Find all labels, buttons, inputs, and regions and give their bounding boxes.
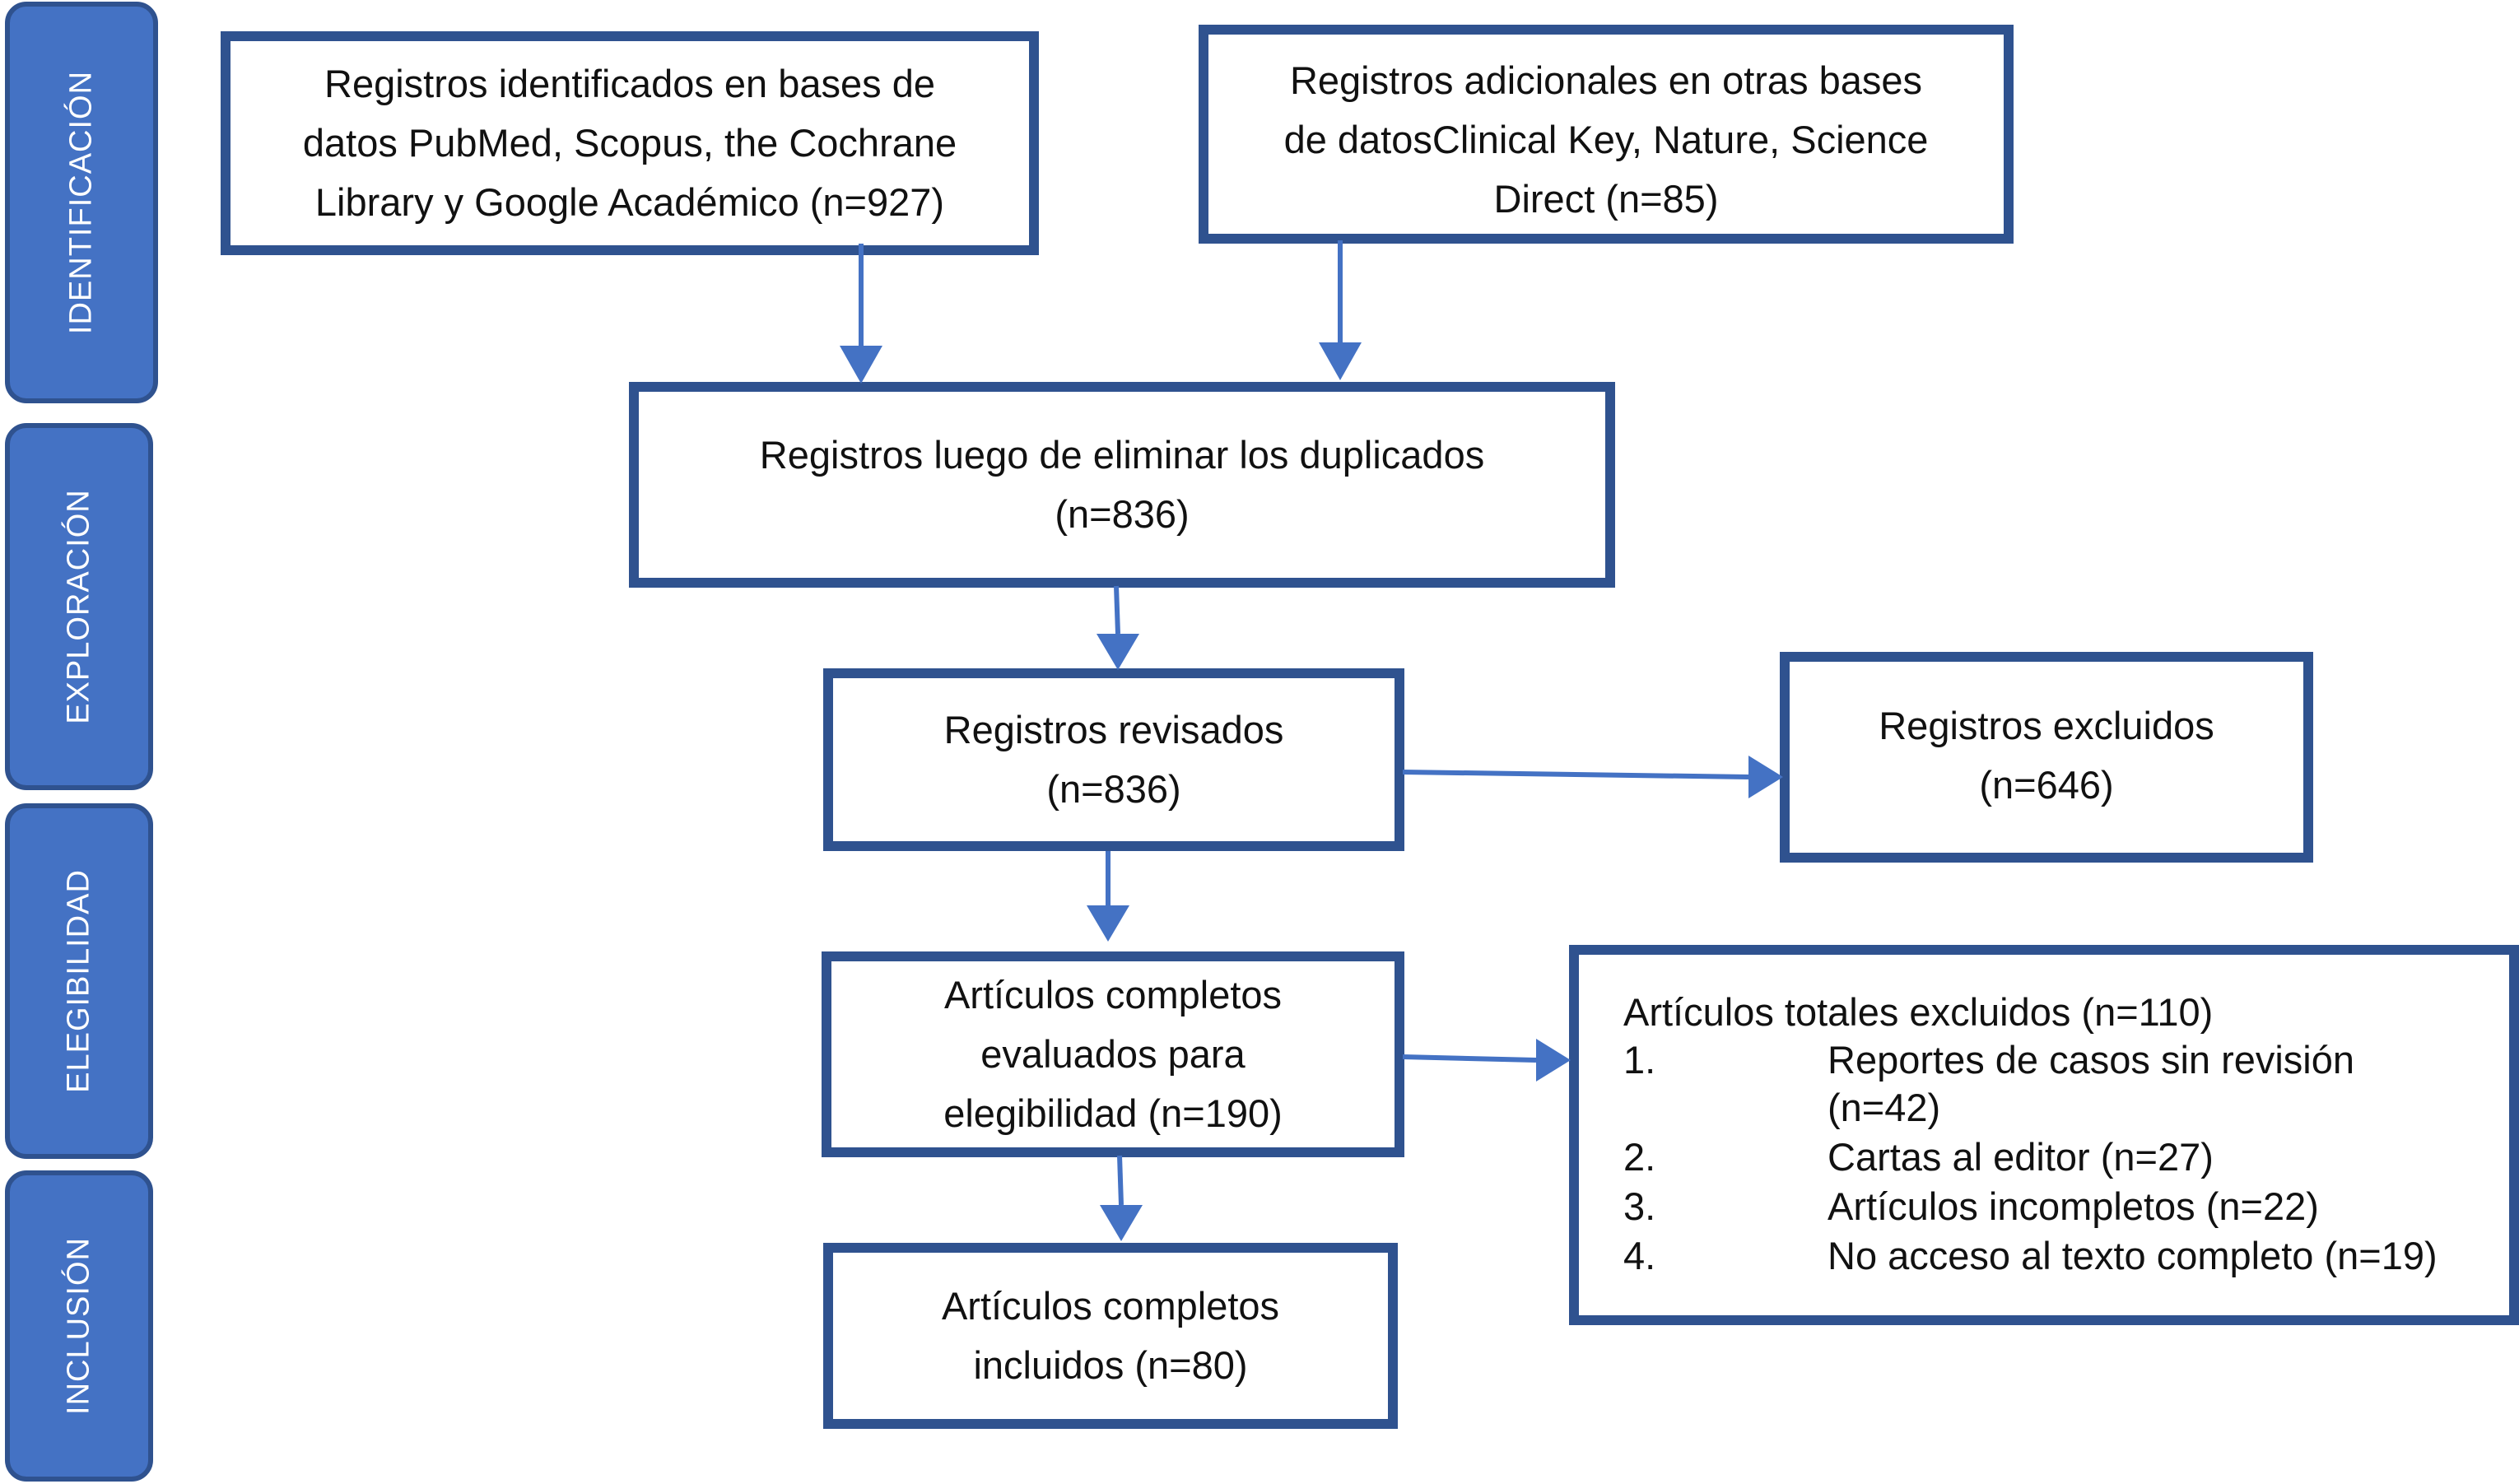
- box-fulltext-excluded: Artículos totales excluidos (n=110) 1. R…: [1569, 945, 2519, 1325]
- box-text-line: datos PubMed, Scopus, the Cochrane: [302, 121, 957, 165]
- excluded-item-text: No acceso al texto completo (n=19): [1828, 1234, 2438, 1277]
- excluded-item-text: Cartas al editor (n=27): [1828, 1135, 2214, 1179]
- excluded-item-number: 4.: [1623, 1234, 1656, 1277]
- box-text-line: Artículos completos: [943, 973, 1283, 1016]
- box-records-screened: Registros revisados (n=836): [823, 668, 1404, 851]
- box-text-line: evaluados para: [980, 1032, 1246, 1076]
- phase-identification: IDENTIFICACIÓN: [5, 2, 158, 403]
- box-text-line: elegibilidad (n=190): [943, 1091, 1283, 1135]
- box-records-identified: Registros identificados en bases de dato…: [221, 31, 1039, 255]
- box-text-line: Registros identificados en bases de: [324, 62, 935, 105]
- arrow-screened-to-excluded: [1402, 756, 1783, 798]
- excluded-item-text: Reportes de casos sin revisión: [1828, 1038, 2355, 1082]
- arrow-screened-to-assessed: [1087, 851, 1129, 942]
- box-text-line: Registros adicionales en otras bases: [1289, 58, 1923, 102]
- arrow-assessed-to-included: [1100, 1155, 1143, 1241]
- box-records-additional: Registros adicionales en otras bases de …: [1199, 25, 2014, 244]
- phase-eligibility: ELEGIBILIDAD: [5, 803, 153, 1159]
- box-records-excluded: Registros excluidos (n=646): [1780, 652, 2313, 863]
- excluded-item-text: Artículos incompletos (n=22): [1828, 1184, 2319, 1228]
- box-text-line: (n=836): [1046, 767, 1181, 811]
- arrow-assessed-to-fulltext-excluded: [1402, 1039, 1571, 1082]
- phase-screening: EXPLORACIÓN: [5, 423, 153, 790]
- excluded-item-number: 3.: [1623, 1184, 1656, 1228]
- excluded-item-number: 1.: [1623, 1038, 1656, 1082]
- excluded-item-text: (n=42): [1828, 1086, 1941, 1129]
- excluded-item-number: 2.: [1623, 1135, 1656, 1179]
- box-text-line: (n=836): [1055, 492, 1190, 536]
- excluded-heading: Artículos totales excluidos (n=110): [1623, 990, 2214, 1034]
- box-text-line: Library y Google Académico (n=927): [314, 180, 945, 224]
- box-records-deduplicated: Registros luego de eliminar los duplicad…: [629, 382, 1615, 588]
- box-studies-included: Artículos completos incluidos (n=80): [823, 1243, 1398, 1429]
- box-text-line: incluidos (n=80): [973, 1343, 1248, 1387]
- box-fulltext-assessed: Artículos completos evaluados para elegi…: [822, 951, 1404, 1157]
- arrow-identified-to-deduplicated: [840, 244, 882, 384]
- box-text-line: Registros excluidos: [1879, 704, 2214, 747]
- box-text-line: Registros revisados: [943, 708, 1284, 751]
- phase-inclusion: INCLUSIÓN: [5, 1170, 153, 1482]
- box-text-line: Direct (n=85): [1493, 177, 1719, 221]
- box-text-line: Artículos completos: [941, 1284, 1280, 1328]
- box-text-line: de datosClinical Key, Nature, Science: [1283, 118, 1929, 161]
- arrow-additional-to-deduplicated: [1319, 240, 1362, 380]
- box-text-line: (n=646): [1979, 763, 2114, 807]
- arrow-deduplicated-to-screened: [1097, 585, 1139, 670]
- box-text-line: Registros luego de eliminar los duplicad…: [759, 433, 1485, 477]
